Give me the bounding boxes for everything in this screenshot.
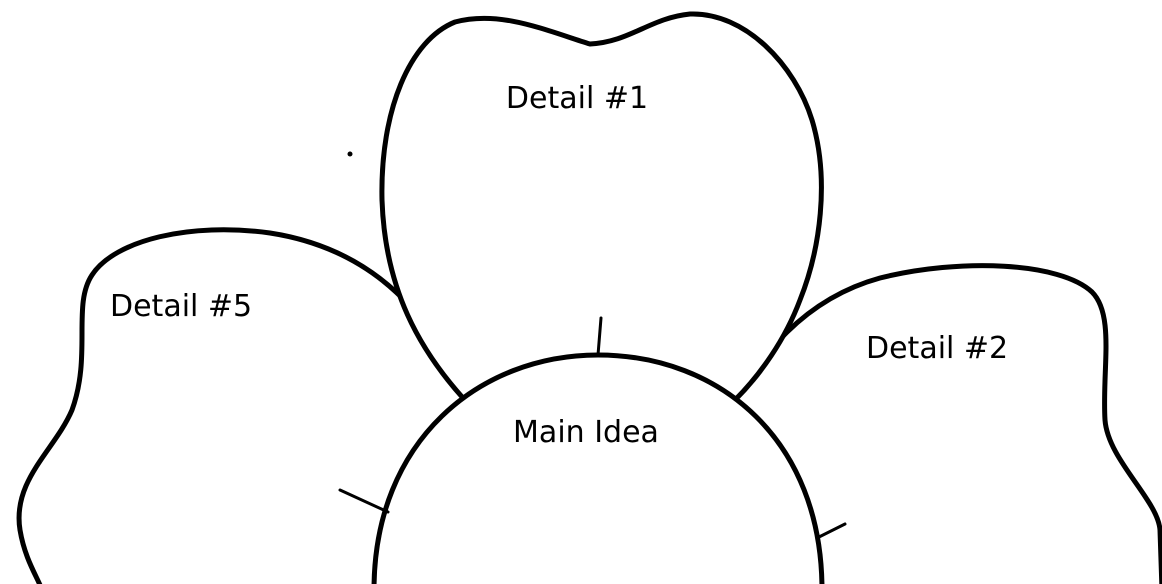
main-idea-label: Main Idea [513,415,659,450]
stray-dot [348,152,353,157]
detail-2-label: Detail #2 [866,331,1008,366]
detail-1-label: Detail #1 [506,81,648,116]
petal-detail-1 [382,14,821,400]
detail-5-label: Detail #5 [110,289,252,324]
